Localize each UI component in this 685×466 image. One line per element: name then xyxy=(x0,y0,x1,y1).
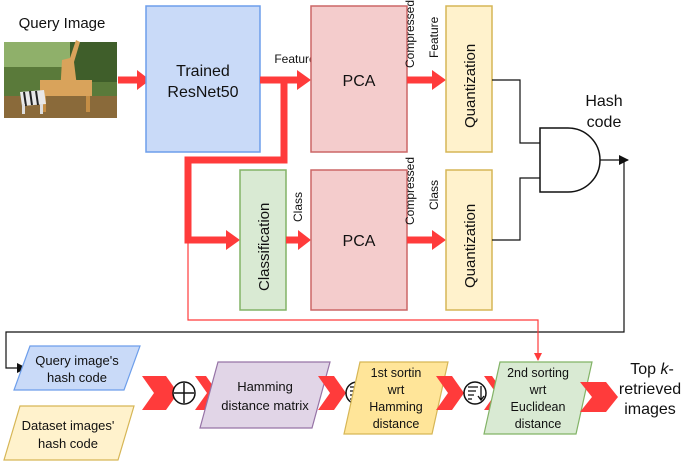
pca-class-block xyxy=(310,169,408,311)
hash-code-label-line1: Hash xyxy=(585,93,622,110)
arrowhead xyxy=(297,70,311,90)
classification-block xyxy=(239,169,287,311)
query-hash-label-line1: Query image's xyxy=(35,353,119,368)
quantization-feature-label: Quantization xyxy=(462,44,479,128)
compressed-feature-label-line1: Compressed xyxy=(403,0,417,68)
second-sort-label-line4: distance xyxy=(515,417,562,431)
query-hash-block xyxy=(13,345,141,391)
resnet-block xyxy=(145,5,261,153)
first-sort-label-line3: Hamming xyxy=(369,400,423,414)
sort-icon xyxy=(463,381,487,405)
class-edge-label: Class xyxy=(291,192,305,222)
first-sort-label-line2: wrt xyxy=(387,383,405,397)
chevron-arrow xyxy=(436,376,464,410)
xor-circle-icon xyxy=(172,381,196,405)
second-sort-block xyxy=(483,361,593,435)
wire-hash-to-query-hash xyxy=(5,160,625,373)
compressed-feature-label-line2: Feature xyxy=(427,16,441,58)
chevron-arrow xyxy=(580,382,618,412)
wire-quant-feature-to-gate xyxy=(492,79,540,144)
second-sort-label-line3: Euclidean xyxy=(511,400,566,414)
resnet-label-line2: ResNet50 xyxy=(167,84,238,101)
dataset-hash-label-line1: Dataset images' xyxy=(22,418,115,433)
dataset-hash-block xyxy=(3,405,135,461)
chevron-arrow xyxy=(142,376,178,410)
output-label-line3: images xyxy=(624,401,676,418)
first-sort-block xyxy=(343,361,449,435)
quantization-feature-block xyxy=(445,5,493,153)
quantization-class-block xyxy=(445,169,493,311)
quantization-class-label: Quantization xyxy=(462,204,479,288)
pca-feature-block xyxy=(310,5,408,153)
first-sort-label-line1: 1st sortin xyxy=(371,366,422,380)
chevron-arrow xyxy=(318,376,346,410)
compressed-class-label-line2: Class xyxy=(427,180,441,210)
pca-class-label: PCA xyxy=(343,233,376,250)
hamming-matrix-block xyxy=(199,361,331,429)
query-image-title: Query Image xyxy=(19,15,106,32)
arrowhead xyxy=(432,70,446,90)
arrowhead xyxy=(298,230,311,250)
hamming-label-line1: Hamming xyxy=(237,379,293,394)
second-sort-label-line2: wrt xyxy=(529,383,547,397)
resnet-label-line1: Trained xyxy=(176,63,230,80)
arrowhead xyxy=(432,230,446,250)
output-label-line2: retrieved xyxy=(619,381,681,398)
pca-feature-label: PCA xyxy=(343,73,376,90)
compressed-class-label-line1: Compressed xyxy=(403,157,417,225)
hash-code-label-line2: code xyxy=(587,114,622,131)
arrowhead xyxy=(137,70,150,90)
giraffe-zebra-photo-icon xyxy=(4,40,117,118)
classification-label: Classification xyxy=(256,203,273,291)
output-label-line1: Top k- xyxy=(630,361,674,378)
wire-quant-class-to-gate xyxy=(492,177,540,241)
query-hash-label-line2: hash code xyxy=(47,370,107,385)
first-sort-label-line4: distance xyxy=(373,417,420,431)
feature-to-classification-path xyxy=(184,80,288,244)
and-gate-icon xyxy=(539,127,601,193)
arrowhead xyxy=(226,230,240,250)
dataset-hash-label-line2: hash code xyxy=(38,436,98,451)
hamming-label-line2: distance matrix xyxy=(221,398,309,413)
feature-edge-label: Feature xyxy=(274,52,316,66)
second-sort-label-line1: 2nd sorting xyxy=(507,366,569,380)
class-to-second-sort-wire xyxy=(187,240,542,361)
